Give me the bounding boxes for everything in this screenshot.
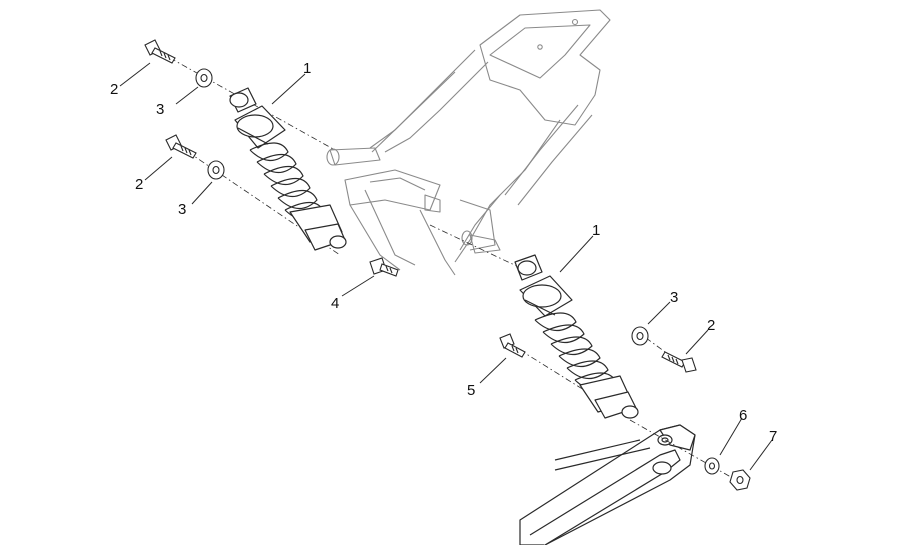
nut-swingarm — [729, 469, 751, 491]
washer-lower-left — [207, 160, 225, 180]
callout-2-lower-left: 2 — [135, 176, 143, 193]
washer-upper-left — [195, 68, 213, 88]
callout-7: 7 — [769, 428, 777, 445]
bolt-lower-left — [165, 134, 197, 159]
callout-1-left: 1 — [303, 60, 311, 77]
callout-3-lower-left: 3 — [178, 201, 186, 218]
callout-2-upper-left: 2 — [110, 81, 118, 98]
washer-right — [631, 326, 649, 346]
callout-1-right: 1 — [592, 222, 600, 239]
spring-coils-left — [249, 142, 325, 222]
callout-4: 4 — [331, 295, 339, 312]
bolt-right — [661, 351, 697, 373]
callout-2-right: 2 — [707, 317, 715, 334]
callout-labels: 1 2 3 2 3 4 1 3 2 5 6 7 — [110, 60, 777, 445]
callout-leaders — [119, 62, 773, 471]
callout-3-upper-left: 3 — [156, 101, 164, 118]
callout-6: 6 — [739, 407, 747, 424]
shock-absorber-right — [514, 254, 639, 419]
callout-3-right: 3 — [670, 289, 678, 306]
swingarm — [519, 424, 696, 545]
shock-absorber-left — [229, 87, 347, 251]
spring-coils-right — [534, 312, 617, 392]
rear-frame — [326, 9, 611, 276]
bolt-upper-left — [144, 39, 176, 64]
bolt-lower-right — [499, 333, 526, 358]
callout-5: 5 — [467, 382, 475, 399]
stud-bolt — [369, 257, 399, 277]
washer-swingarm — [704, 457, 720, 475]
